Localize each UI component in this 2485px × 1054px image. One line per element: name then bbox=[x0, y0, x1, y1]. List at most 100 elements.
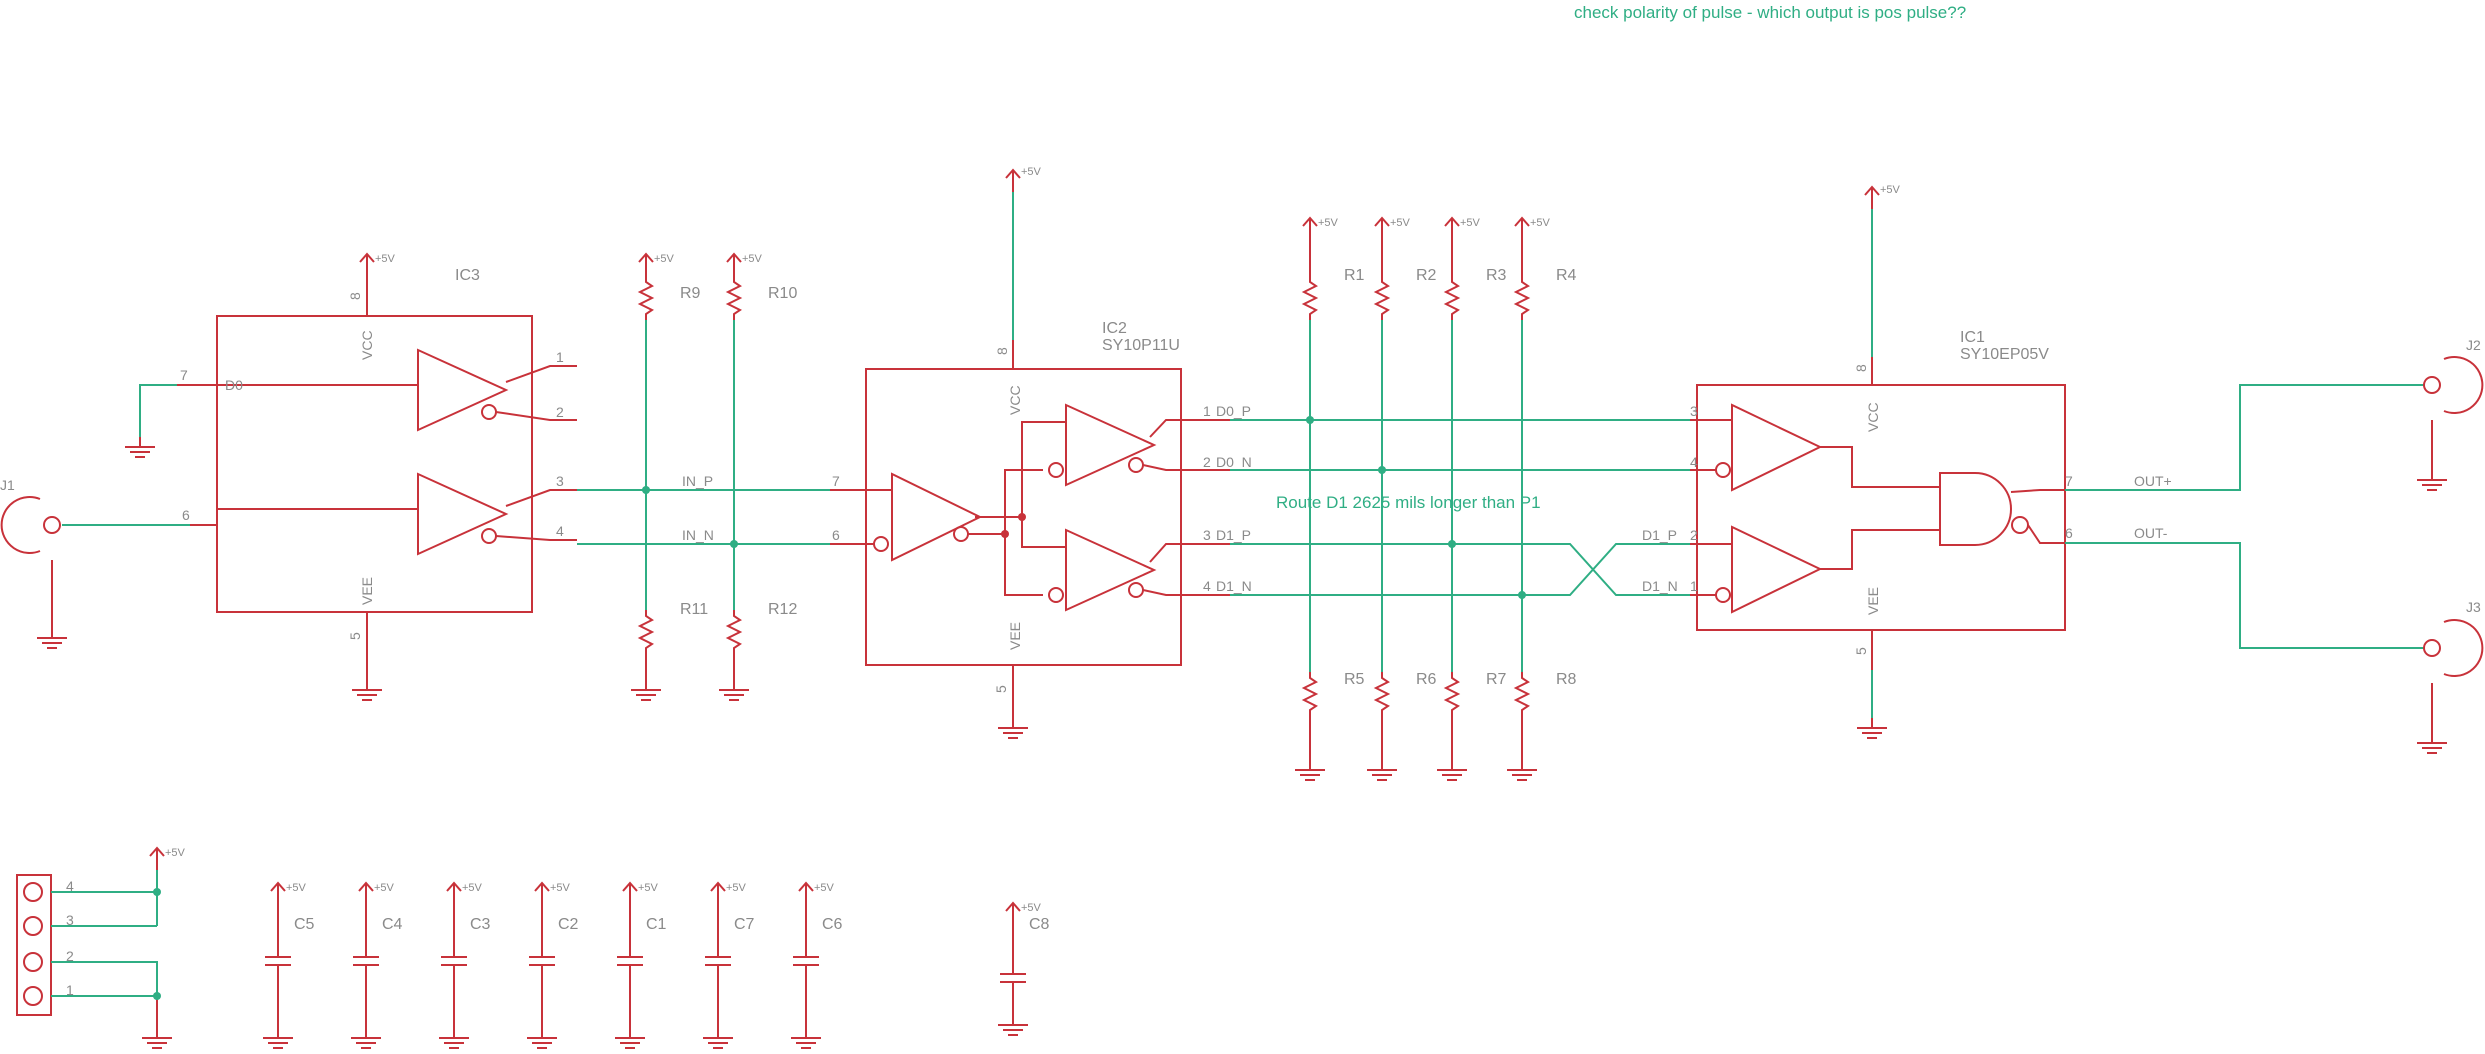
c7-icon bbox=[704, 934, 732, 988]
route-note: Route D1 2625 mils longer than P1 bbox=[1276, 493, 1541, 512]
r1-label: R1 bbox=[1344, 267, 1365, 284]
ic1-vcc-arrow-icon bbox=[1864, 186, 1880, 210]
svg-text:2: 2 bbox=[1203, 454, 1211, 470]
r6-gnd-icon bbox=[1366, 759, 1398, 781]
ic2-buffer-2-icon bbox=[1065, 529, 1155, 611]
svg-text:5: 5 bbox=[1853, 647, 1869, 655]
ic3-gnd-icon bbox=[351, 679, 383, 701]
net-d0-p: D0_P bbox=[1216, 403, 1251, 419]
svg-text:+5V: +5V bbox=[286, 882, 307, 894]
svg-text:+5V: +5V bbox=[1318, 217, 1339, 229]
c1-label: C1 bbox=[646, 916, 667, 933]
c6-gnd-icon bbox=[790, 1027, 822, 1049]
r11-icon bbox=[639, 609, 653, 655]
resistors-input: +5V R9 +5V R10 R11 R12 bbox=[630, 253, 797, 701]
svg-text:7: 7 bbox=[2065, 473, 2073, 489]
c1-gnd-icon bbox=[614, 1027, 646, 1049]
svg-text:3: 3 bbox=[556, 473, 564, 489]
svg-text:1: 1 bbox=[1690, 578, 1698, 594]
r12-icon bbox=[727, 609, 741, 655]
ic2-vcc-label: VCC bbox=[1007, 385, 1023, 415]
svg-text:4: 4 bbox=[1203, 578, 1211, 594]
c2-gnd-icon bbox=[526, 1027, 558, 1049]
svg-text:7: 7 bbox=[832, 473, 840, 489]
net-out-n: OUT- bbox=[2134, 525, 2168, 541]
svg-text:+5V: +5V bbox=[638, 882, 659, 894]
r3-icon bbox=[1445, 275, 1459, 321]
ic2-buffer-1-icon bbox=[1065, 404, 1155, 486]
c1-icon bbox=[616, 934, 644, 988]
c3-icon bbox=[440, 934, 468, 988]
r2-vcc-icon bbox=[1374, 217, 1390, 241]
header-gnd-icon bbox=[141, 1027, 173, 1049]
c7-gnd-icon bbox=[702, 1027, 734, 1049]
resistors-termination: +5V R1 +5V R2 +5V R3 +5V R4 R5 R6 R7 bbox=[1294, 217, 1577, 781]
c1-vcc-icon bbox=[622, 882, 638, 906]
ic1: IC1 SY10EP05V 8 VCC VEE 5 3 4 2 1 7 6 bbox=[1690, 329, 2073, 670]
svg-text:1: 1 bbox=[556, 349, 564, 365]
svg-text:D1_P: D1_P bbox=[1642, 527, 1677, 543]
c7-label: C7 bbox=[734, 916, 755, 933]
svg-text:+5V: +5V bbox=[550, 882, 571, 894]
r10-icon bbox=[727, 275, 741, 321]
connector-j3: J3 bbox=[2416, 599, 2484, 754]
c6-vcc-icon bbox=[798, 882, 814, 906]
svg-text:5: 5 bbox=[347, 632, 363, 640]
r12-label: R12 bbox=[768, 601, 797, 618]
r1-icon bbox=[1303, 275, 1317, 321]
connector-j1: J1 bbox=[0, 477, 68, 649]
net-out-p: OUT+ bbox=[2134, 473, 2172, 489]
net-d0-n: D0_N bbox=[1216, 454, 1252, 470]
c5-icon bbox=[264, 934, 292, 988]
c3-gnd-icon bbox=[438, 1027, 470, 1049]
svg-text:8: 8 bbox=[994, 347, 1010, 355]
r5-icon bbox=[1303, 671, 1317, 717]
ic2-vee-label: VEE bbox=[1007, 622, 1023, 650]
c5-gnd-icon bbox=[262, 1027, 294, 1049]
c2-icon bbox=[528, 934, 556, 988]
header-pin-2-icon bbox=[23, 952, 43, 972]
c6-label: C6 bbox=[822, 916, 843, 933]
r5-label: R5 bbox=[1344, 671, 1365, 688]
svg-text:6: 6 bbox=[2065, 525, 2073, 541]
r2-label: R2 bbox=[1416, 267, 1437, 284]
header-pin-3-icon bbox=[23, 916, 43, 936]
svg-text:4: 4 bbox=[1690, 454, 1698, 470]
r9-vcc-icon bbox=[638, 253, 654, 277]
svg-text:+5V: +5V bbox=[814, 882, 835, 894]
svg-text:4: 4 bbox=[66, 878, 74, 894]
net-d1-p: D1_P bbox=[1216, 527, 1251, 543]
coax-j1-icon bbox=[0, 496, 61, 554]
svg-text:+5V: +5V bbox=[654, 253, 675, 265]
svg-text:+5V: +5V bbox=[165, 847, 186, 859]
svg-text:2: 2 bbox=[1690, 527, 1698, 543]
svg-text:1: 1 bbox=[1203, 403, 1211, 419]
net-in-n: IN_N bbox=[682, 527, 714, 543]
c8-gnd-icon bbox=[997, 1014, 1029, 1036]
c8-label: C8 bbox=[1029, 916, 1050, 933]
j1-label: J1 bbox=[0, 477, 15, 493]
ic2-name: IC2 bbox=[1102, 320, 1127, 337]
capacitors: +5V C5 +5V C4 +5V C3 +5V C2 +5V C1 bbox=[262, 882, 1050, 1049]
svg-text:+5V: +5V bbox=[1880, 184, 1901, 196]
connector-j2: J2 bbox=[2416, 337, 2484, 491]
ic3: IC3 +5V 8 VCC VEE 5 7 D0 6 1 2 3 4 bbox=[177, 253, 577, 701]
r4-vcc-icon bbox=[1514, 217, 1530, 241]
ic1-vcc-label: VCC bbox=[1865, 402, 1881, 432]
c4-label: C4 bbox=[382, 916, 403, 933]
c5-label: C5 bbox=[294, 916, 315, 933]
svg-text:6: 6 bbox=[832, 527, 840, 543]
coax-j3-icon bbox=[2423, 619, 2484, 677]
coax-j2-icon bbox=[2423, 356, 2484, 414]
c6-icon bbox=[792, 934, 820, 988]
power-header: 4 3 2 1 bbox=[16, 874, 74, 1016]
r12-gnd-icon bbox=[718, 679, 750, 701]
svg-text:+5V: +5V bbox=[1460, 217, 1481, 229]
j2-label: J2 bbox=[2466, 337, 2481, 353]
ic2-gnd-icon bbox=[997, 717, 1029, 739]
c4-gnd-icon bbox=[350, 1027, 382, 1049]
r8-gnd-icon bbox=[1506, 759, 1538, 781]
r8-icon bbox=[1515, 671, 1529, 717]
c7-vcc-icon bbox=[710, 882, 726, 906]
r3-vcc-icon bbox=[1444, 217, 1460, 241]
